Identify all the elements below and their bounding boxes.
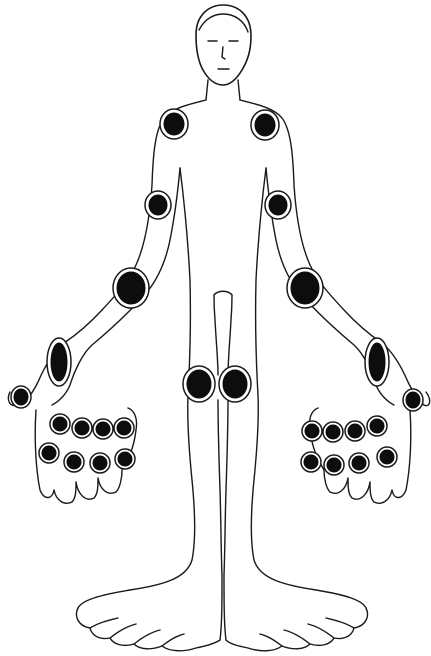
right-elbow-joint: [145, 191, 171, 219]
left-shoulder-joint: [251, 110, 279, 140]
left-thumb-joint: [403, 389, 423, 411]
right-hand-pip-joints: [39, 443, 135, 473]
right-toe-lines: [260, 618, 354, 646]
right-hand-mcp-joints: [50, 414, 134, 439]
left-toe-lines: [90, 618, 184, 646]
right-foot-toes: [226, 608, 368, 651]
right-wrist-joint: [113, 268, 149, 308]
left-foot-toes: [77, 608, 221, 651]
left-elbow-joint: [265, 191, 291, 219]
head: [196, 5, 251, 85]
left-wrist-joint: [287, 268, 323, 308]
right-leg-inner: [224, 400, 228, 640]
left-hand-mcp-joints: [302, 416, 387, 442]
torso-left-side: [180, 168, 190, 395]
left-arm-outline: [8, 100, 206, 406]
right-shoulder-joint: [160, 109, 188, 139]
left-hand-base-joint: [365, 338, 389, 386]
torso-right-side: [256, 168, 266, 395]
left-knee-joint: [219, 366, 251, 402]
left-leg-inner: [218, 400, 222, 640]
crotch-right: [228, 295, 232, 375]
crotch-arc: [214, 291, 232, 295]
right-hand-base-joint: [47, 338, 71, 386]
right-thumb-joint: [11, 386, 31, 408]
right-knee-joint: [183, 366, 215, 402]
right-arm-outline: [240, 100, 430, 406]
crotch: [214, 295, 218, 375]
body-outline: [8, 5, 429, 651]
